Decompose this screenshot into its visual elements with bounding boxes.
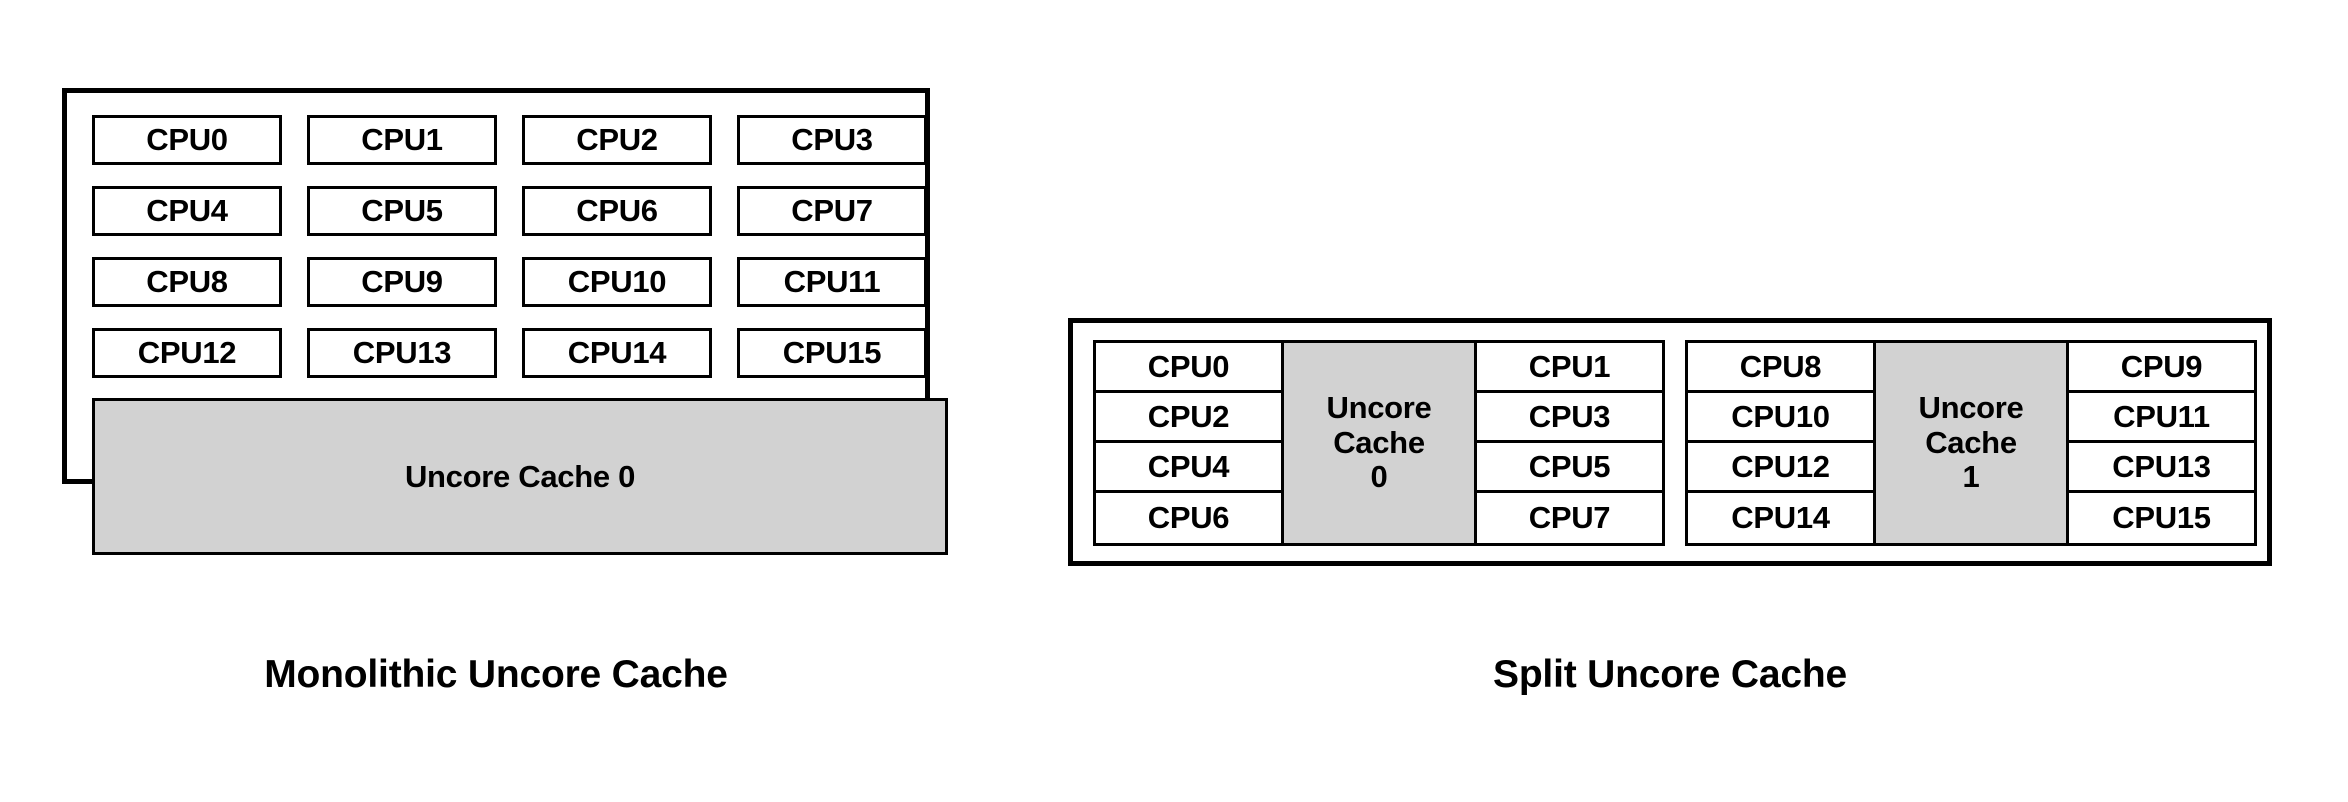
cpu-box[interactable]: CPU12: [1688, 443, 1873, 493]
cpu-box[interactable]: CPU6: [1096, 493, 1281, 543]
cpu-box[interactable]: CPU8: [1688, 343, 1873, 393]
cpu-box[interactable]: CPU9: [307, 257, 497, 307]
cpu-box[interactable]: CPU7: [1477, 493, 1662, 543]
cpu-box[interactable]: CPU6: [522, 186, 712, 236]
uncore-cache-label-line3: 1: [1962, 459, 1980, 495]
cpu-box[interactable]: CPU7: [737, 186, 927, 236]
split-group-0-right-cpu-column: CPU1 CPU3 CPU5 CPU7: [1474, 340, 1665, 546]
cpu-box[interactable]: CPU15: [737, 328, 927, 378]
cpu-box[interactable]: CPU11: [2069, 393, 2254, 443]
monolithic-uncore-cache-figure: CPU0 CPU1 CPU2 CPU3 CPU4 CPU5 CPU6 CPU7 …: [0, 0, 1000, 802]
uncore-cache-label-line2: Cache: [1333, 424, 1425, 460]
cpu-box[interactable]: CPU12: [92, 328, 282, 378]
split-group-1: CPU8 CPU10 CPU12 CPU14 Uncore Cache 1 CP…: [1685, 340, 2257, 546]
split-group-0: CPU0 CPU2 CPU4 CPU6 Uncore Cache 0 CPU1 …: [1093, 340, 1665, 546]
cpu-box[interactable]: CPU9: [2069, 343, 2254, 393]
uncore-cache-block[interactable]: Uncore Cache 1: [1876, 340, 2066, 546]
cpu-box[interactable]: CPU14: [1688, 493, 1873, 543]
split-chip-frame: CPU0 CPU2 CPU4 CPU6 Uncore Cache 0 CPU1 …: [1068, 318, 2272, 566]
split-group-1-left-cpu-column: CPU8 CPU10 CPU12 CPU14: [1685, 340, 1876, 546]
cpu-box[interactable]: CPU4: [1096, 443, 1281, 493]
monolithic-figure-caption: Monolithic Uncore Cache: [264, 653, 728, 696]
cpu-box[interactable]: CPU8: [92, 257, 282, 307]
cpu-box[interactable]: CPU2: [522, 115, 712, 165]
cpu-box[interactable]: CPU5: [307, 186, 497, 236]
cpu-box[interactable]: CPU2: [1096, 393, 1281, 443]
cpu-box[interactable]: CPU13: [2069, 443, 2254, 493]
cpu-box[interactable]: CPU5: [1477, 443, 1662, 493]
uncore-cache-label-line1: Uncore: [1918, 389, 2024, 425]
cpu-box[interactable]: CPU10: [522, 257, 712, 307]
cpu-box[interactable]: CPU10: [1688, 393, 1873, 443]
cpu-box[interactable]: CPU3: [737, 115, 927, 165]
monolithic-chip-frame: CPU0 CPU1 CPU2 CPU3 CPU4 CPU5 CPU6 CPU7 …: [62, 88, 948, 555]
cpu-box[interactable]: CPU14: [522, 328, 712, 378]
cpu-box[interactable]: CPU13: [307, 328, 497, 378]
split-group-0-left-cpu-column: CPU0 CPU2 CPU4 CPU6: [1093, 340, 1284, 546]
uncore-cache-label-line1: Uncore: [1326, 389, 1432, 425]
cpu-box[interactable]: CPU15: [2069, 493, 2254, 543]
cpu-box[interactable]: CPU0: [92, 115, 282, 165]
uncore-cache-label-line2: Cache: [1925, 424, 2017, 460]
cpu-box[interactable]: CPU4: [92, 186, 282, 236]
cpu-box[interactable]: CPU11: [737, 257, 927, 307]
uncore-cache-block[interactable]: Uncore Cache 0: [1284, 340, 1474, 546]
uncore-cache-label-line3: 0: [1370, 459, 1388, 495]
cpu-box[interactable]: CPU0: [1096, 343, 1281, 393]
cpu-box[interactable]: CPU1: [307, 115, 497, 165]
uncore-cache-block[interactable]: Uncore Cache 0: [92, 398, 948, 555]
cpu-box[interactable]: CPU3: [1477, 393, 1662, 443]
monolithic-cpu-grid: CPU0 CPU1 CPU2 CPU3 CPU4 CPU5 CPU6 CPU7 …: [92, 115, 948, 378]
split-figure-caption: Split Uncore Cache: [1493, 653, 1847, 696]
split-group-1-right-cpu-column: CPU9 CPU11 CPU13 CPU15: [2066, 340, 2257, 546]
cpu-box[interactable]: CPU1: [1477, 343, 1662, 393]
